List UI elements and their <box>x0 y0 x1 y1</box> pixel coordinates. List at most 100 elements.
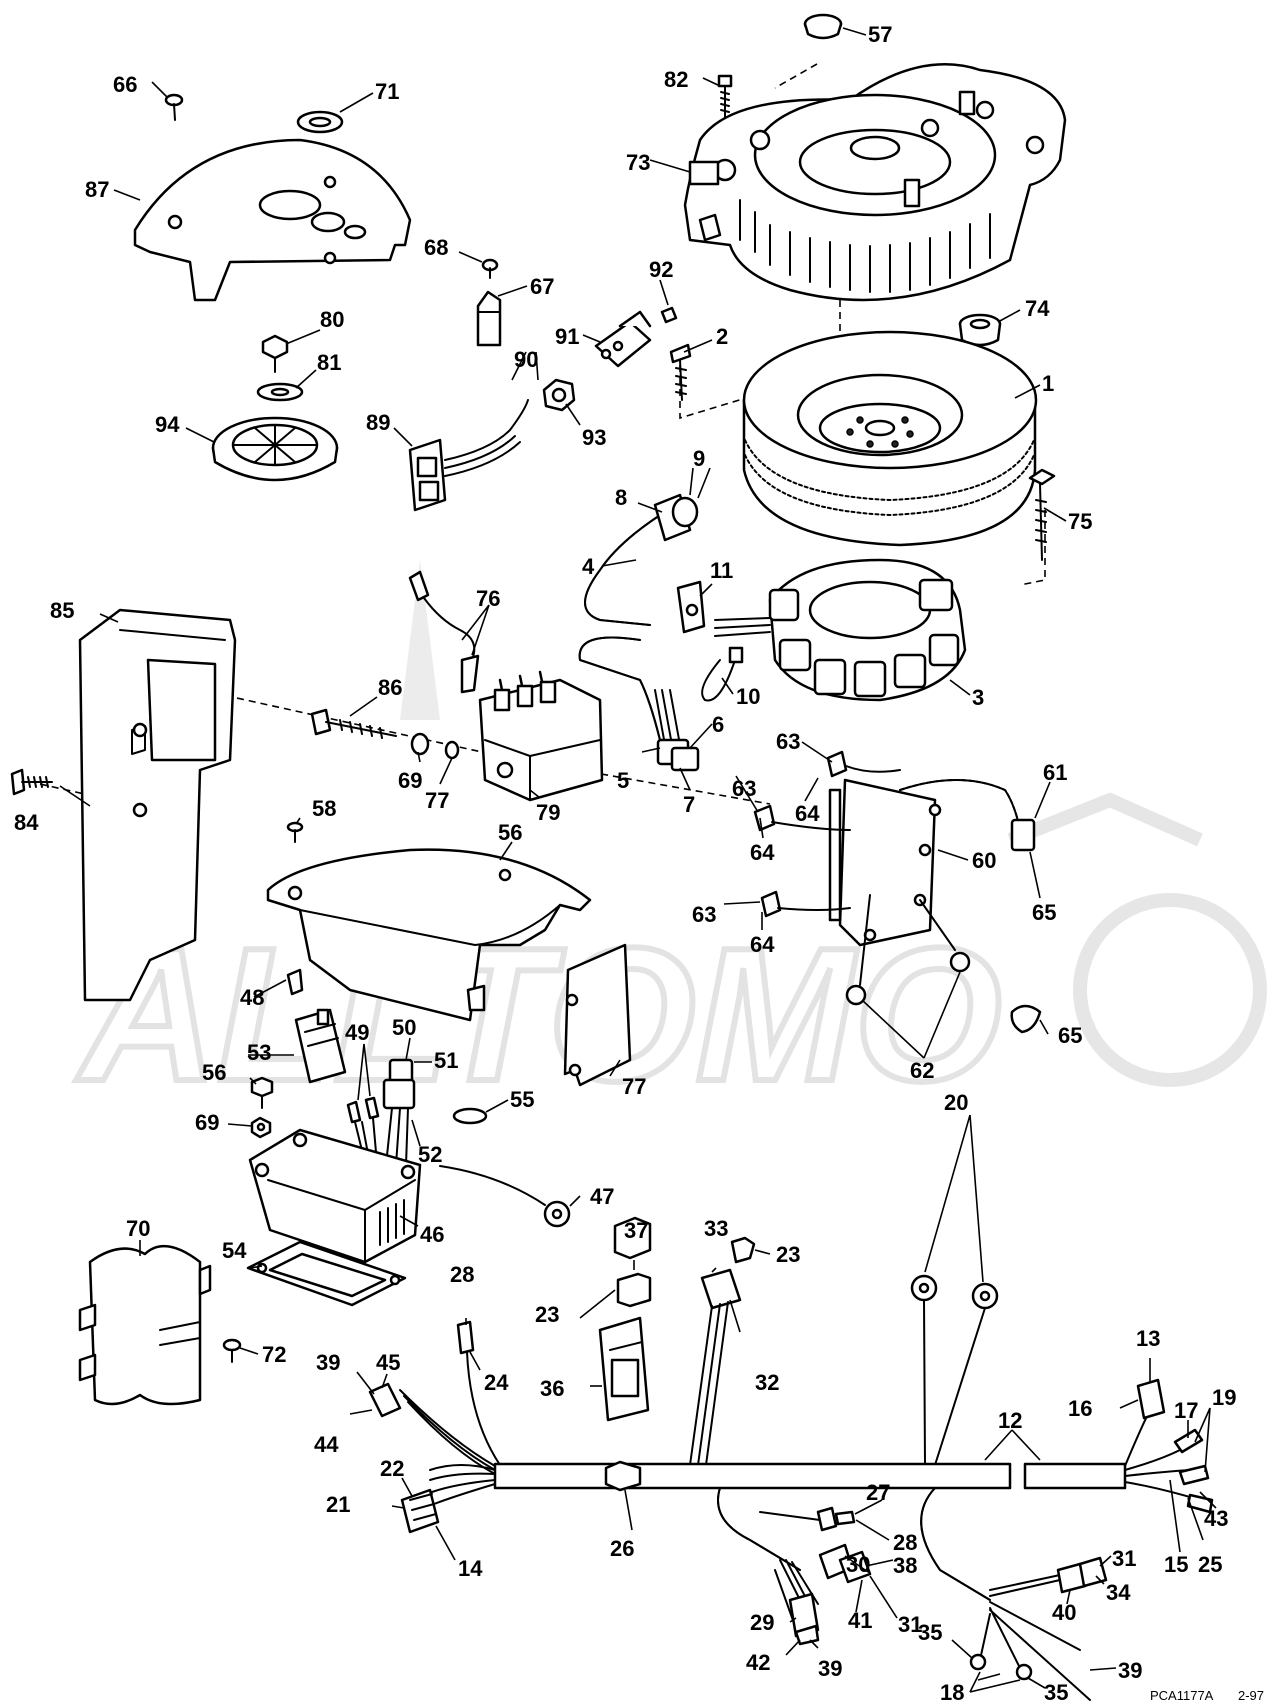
callout-24: 24 <box>484 1370 509 1395</box>
part-29-42-connector <box>788 1592 820 1646</box>
callout-64-c: 64 <box>750 932 775 957</box>
part-83-washer <box>256 382 304 402</box>
svg-text:ALLTOMO: ALLTOMO <box>76 909 1002 1121</box>
part-67-screw <box>164 93 184 121</box>
callout-61: 61 <box>1043 760 1067 785</box>
callout-32: 32 <box>755 1370 779 1395</box>
part-72-grommet <box>296 110 344 134</box>
leader-lines <box>59 27 1217 1693</box>
part-61-harness <box>899 779 1036 852</box>
callout-42: 42 <box>746 1650 770 1675</box>
callout-81: 79 <box>536 800 560 825</box>
part-35-18-eyelets <box>969 1653 1033 1681</box>
callout-45: 45 <box>376 1350 400 1375</box>
callout-69: 68 <box>424 235 448 260</box>
callout-25: 25 <box>1198 1552 1222 1577</box>
part-91-connector <box>594 310 652 368</box>
part-59-screw <box>286 821 304 843</box>
part-58-plug <box>803 13 843 40</box>
part-3-stator <box>714 558 967 702</box>
part-13-16-connector <box>1136 1378 1166 1420</box>
part-80-washer <box>444 740 460 760</box>
part-65-strap <box>1010 1004 1042 1034</box>
callout-44: 44 <box>314 1432 339 1457</box>
part-8-connector <box>653 493 699 542</box>
callout-85: 84 <box>14 810 39 835</box>
part-70-washer-upper <box>410 732 430 756</box>
part-60-plate <box>828 778 942 947</box>
part-1-flywheel <box>742 330 1038 547</box>
callout-9: 9 <box>693 446 705 471</box>
watermark: ALLTOMO <box>73 560 1267 1124</box>
part-70-washer-lower <box>250 1116 272 1139</box>
callout-50: 50 <box>392 1015 416 1040</box>
callout-34: 34 <box>1106 1580 1131 1605</box>
callout-43: 43 <box>1204 1506 1228 1531</box>
part-81-coil <box>478 670 604 802</box>
callout-29: 29 <box>750 1610 774 1635</box>
part-79-bracket <box>563 943 632 1087</box>
callout-63-b: 63 <box>732 776 756 801</box>
part-20-ground-leads <box>910 1274 999 1466</box>
callout-54: 54 <box>222 1238 247 1263</box>
callout-22: 22 <box>380 1456 404 1481</box>
callout-64-b: 64 <box>750 840 775 865</box>
callout-37: 37 <box>624 1218 648 1243</box>
callout-1: 1 <box>1042 371 1054 396</box>
callout-7: 7 <box>683 792 695 817</box>
callout-27: 27 <box>866 1480 890 1505</box>
part-62-ground-leads <box>845 894 971 1006</box>
callout-31-b: 31 <box>1112 1546 1136 1571</box>
callout-58: 57 <box>868 22 892 47</box>
callout-5: 5 <box>617 768 629 793</box>
callout-16: 16 <box>1068 1396 1092 1421</box>
callout-28-a: 28 <box>450 1262 474 1287</box>
part-85-screw <box>10 768 53 796</box>
callout-59: 58 <box>312 796 336 821</box>
callout-62: 62 <box>910 1058 934 1083</box>
callout-90: 90 <box>514 347 538 372</box>
part-28-24-lead <box>456 1320 501 1466</box>
callout-14: 14 <box>458 1556 483 1581</box>
part-37-fuse-cap <box>613 1216 652 1260</box>
callout-41: 41 <box>848 1608 872 1633</box>
part-30-38-31-connector <box>818 1543 872 1584</box>
callout-6: 6 <box>712 712 724 737</box>
callout-13: 13 <box>1136 1326 1160 1351</box>
callout-40: 40 <box>1052 1600 1076 1625</box>
callout-15: 15 <box>1164 1552 1188 1577</box>
callout-8: 8 <box>615 485 627 510</box>
callout-11: 11 <box>710 558 733 583</box>
callout-79: 77 <box>622 1074 646 1099</box>
part-48-clip <box>286 968 304 996</box>
callout-39-c: 39 <box>1118 1658 1142 1683</box>
part-93-nut <box>542 378 576 412</box>
part-6-7-connector <box>656 738 700 772</box>
callout-63-a: 63 <box>776 729 800 754</box>
callout-89: 89 <box>366 410 390 435</box>
callout-21: 21 <box>326 1492 350 1517</box>
part-84-screw <box>717 74 733 119</box>
part-2-screw <box>669 343 692 401</box>
part-68-cap <box>476 290 502 347</box>
part-39-44-45-connector <box>368 1382 402 1418</box>
part-50-51-connector <box>382 1058 416 1166</box>
callout-35-a: 35 <box>918 1620 942 1645</box>
part-4-harness <box>578 509 681 746</box>
part-71-cover <box>78 1244 212 1406</box>
part-23-fuse <box>616 1236 756 1308</box>
part-73-screw <box>222 1338 242 1363</box>
callout-70-upper: 69 <box>398 768 422 793</box>
callout-17: 17 <box>1174 1398 1198 1423</box>
callout-19: 19 <box>1212 1385 1236 1410</box>
callout-75: 74 <box>1025 296 1050 321</box>
callout-46: 46 <box>420 1222 444 1247</box>
callout-20: 20 <box>944 1090 968 1115</box>
callout-66: 65 <box>1032 900 1056 925</box>
callout-92: 92 <box>649 257 673 282</box>
callout-70-lower: 69 <box>195 1110 219 1135</box>
part-92-terminal <box>660 306 678 324</box>
part-55-strap <box>452 1107 488 1125</box>
callout-64-a: 64 <box>795 801 820 826</box>
